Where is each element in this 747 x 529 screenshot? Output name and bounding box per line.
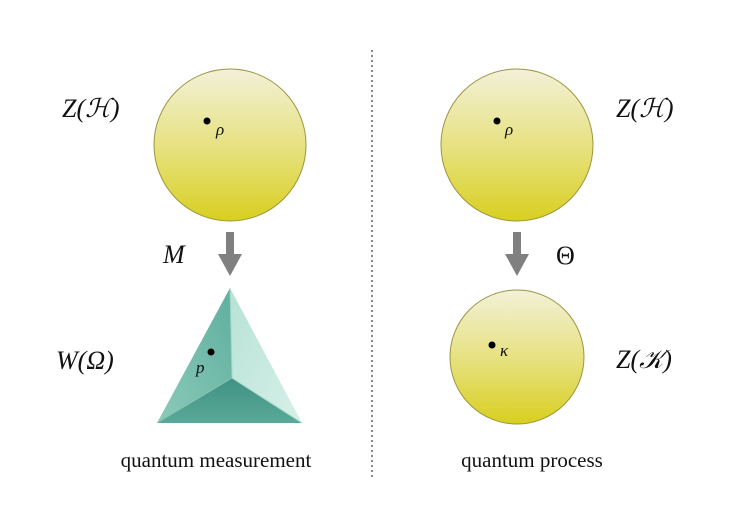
right-map-arrow (505, 232, 529, 276)
right-panel: ρ Z(ℋ) Θ κ Z(𝒦) quantum process (440, 68, 673, 472)
left-outcome-point-label: p (195, 358, 205, 377)
left-panel: Z(ℋ) ρ M W(Ω) p quantum measurement (56, 68, 312, 472)
left-state-space-label: Z(ℋ) (62, 94, 119, 123)
right-state-point-label: ρ (504, 120, 513, 139)
right-target-sphere (449, 289, 585, 425)
left-state-point (203, 117, 211, 125)
left-map-label: M (162, 240, 186, 269)
left-outcome-space-label: W(Ω) (56, 346, 114, 375)
right-target-point-label: κ (500, 341, 509, 360)
left-caption: quantum measurement (121, 448, 312, 472)
left-map-arrow (218, 232, 242, 276)
right-target-point (488, 341, 496, 349)
right-state-space-label: Z(ℋ) (616, 94, 673, 123)
right-map-label: Θ (556, 241, 575, 270)
left-state-point-label: ρ (215, 120, 224, 139)
right-caption: quantum process (461, 448, 603, 472)
right-state-sphere (440, 68, 594, 222)
right-target-space-label: Z(𝒦) (616, 345, 672, 374)
right-state-point (493, 117, 501, 125)
left-state-sphere (153, 68, 307, 222)
outcome-simplex-tetrahedron (156, 287, 303, 424)
left-outcome-point (207, 348, 215, 356)
